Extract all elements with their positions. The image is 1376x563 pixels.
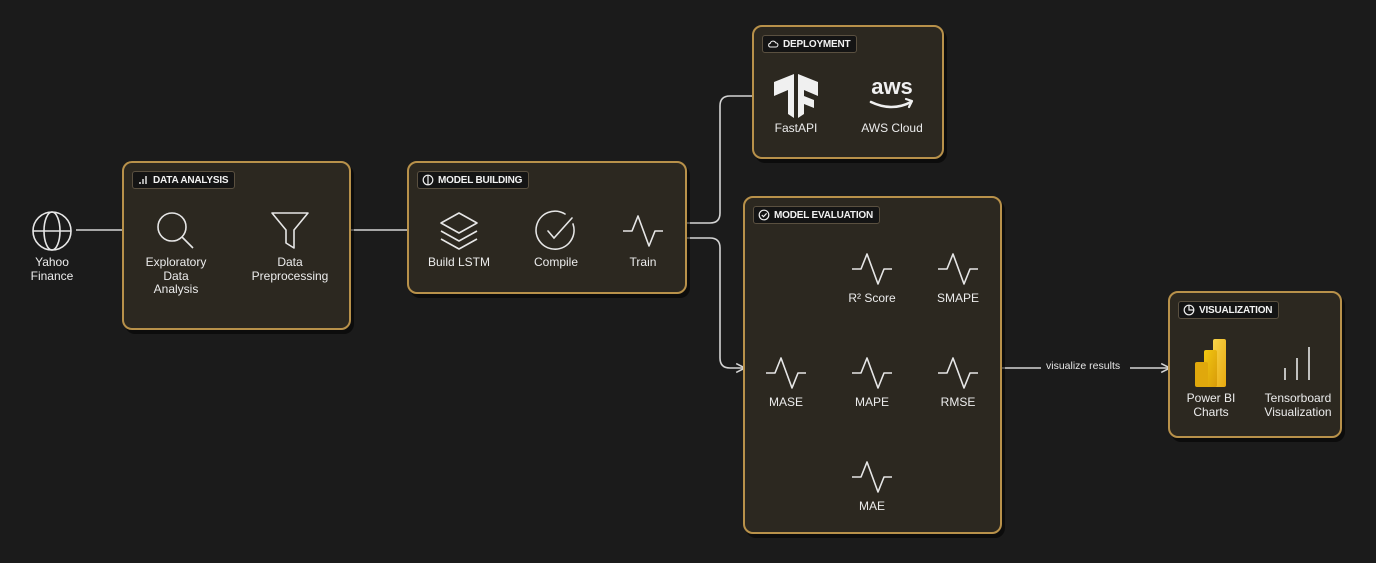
node-r2-score[interactable]: R² Score — [817, 250, 927, 306]
activity-icon — [852, 461, 892, 493]
tensorflow-logo — [774, 74, 818, 118]
group-deployment: DEPLOYMENT — [752, 25, 944, 159]
pie-chart-icon — [1183, 304, 1195, 316]
node-yahoo-finance[interactable]: Yahoo Finance — [0, 210, 107, 283]
node-mape[interactable]: MAPE — [817, 354, 927, 410]
check-circle-icon — [535, 210, 575, 250]
node-mase[interactable]: MASE — [731, 354, 841, 410]
magnifier-icon — [157, 212, 194, 249]
node-mae[interactable]: MAE — [817, 458, 927, 514]
label-smape: SMAPE — [936, 291, 979, 305]
node-smape[interactable]: SMAPE — [903, 250, 1013, 306]
node-aws-cloud[interactable]: aws AWS Cloud — [837, 74, 947, 136]
activity-icon — [623, 215, 663, 247]
bar-chart-icon — [1284, 347, 1310, 380]
node-tensorboard[interactable]: Tensorboard Visualization — [1243, 338, 1353, 419]
label-aws-cloud: AWS Cloud — [861, 121, 923, 135]
edge-train-evaluation — [668, 237, 745, 368]
label-r2-score: R² Score — [848, 291, 896, 305]
activity-icon — [852, 357, 892, 389]
globe-icon — [32, 211, 72, 251]
activity-icon — [766, 357, 806, 389]
aws-logo-text: aws — [871, 74, 913, 99]
label-mae: MAE — [858, 499, 885, 513]
edge-label-visualize: visualize results — [1046, 360, 1121, 372]
label-mase: MASE — [768, 395, 803, 409]
node-compile[interactable]: Compile — [501, 210, 611, 270]
group-data-analysis: DATA ANALYSIS — [122, 161, 351, 330]
node-power-bi[interactable]: Power BI Charts — [1156, 338, 1266, 419]
activity-icon — [852, 253, 892, 285]
group-title-deployment: DEPLOYMENT — [783, 38, 851, 50]
activity-icon — [938, 357, 978, 389]
node-rmse[interactable]: RMSE — [903, 354, 1013, 410]
aws-logo: aws — [869, 74, 914, 109]
group-title-model-building: MODEL BUILDING — [438, 174, 523, 186]
funnel-icon — [271, 212, 309, 249]
label-yahoo-finance: Yahoo Finance — [30, 255, 74, 283]
node-build-lstm[interactable]: Build LSTM — [404, 210, 514, 270]
label-tensorboard: Tensorboard Visualization — [1264, 391, 1332, 419]
cloud-icon — [768, 40, 779, 48]
activity-icon — [938, 253, 978, 285]
layers-icon — [440, 212, 478, 250]
node-fastapi[interactable]: FastAPI — [741, 74, 851, 136]
label-data-preprocessing: Data Preprocessing — [251, 255, 329, 283]
group-title-model-evaluation: MODEL EVALUATION — [774, 209, 874, 221]
label-power-bi: Power BI Charts — [1186, 391, 1236, 419]
powerbi-logo — [1195, 339, 1226, 387]
label-train: Train — [629, 255, 657, 269]
label-rmse: RMSE — [940, 395, 976, 409]
check-circle-icon — [758, 209, 770, 221]
label-eda: Exploratory Data Analysis — [145, 255, 207, 296]
group-model-building: MODEL BUILDING — [407, 161, 687, 294]
label-fastapi: FastAPI — [774, 121, 818, 135]
label-build-lstm: Build LSTM — [427, 255, 491, 269]
node-eda[interactable]: Exploratory Data Analysis — [121, 210, 231, 297]
label-compile: Compile — [533, 255, 578, 269]
label-mape: MAPE — [854, 395, 889, 409]
node-data-preprocessing[interactable]: Data Preprocessing — [235, 210, 345, 283]
bar-chart-icon — [139, 176, 147, 184]
group-title-data-analysis: DATA ANALYSIS — [153, 174, 229, 186]
group-title-visualization: VISUALIZATION — [1199, 304, 1273, 316]
node-train[interactable]: Train — [588, 210, 698, 270]
edge-train-fastapi — [668, 96, 772, 224]
brain-icon — [422, 174, 434, 186]
